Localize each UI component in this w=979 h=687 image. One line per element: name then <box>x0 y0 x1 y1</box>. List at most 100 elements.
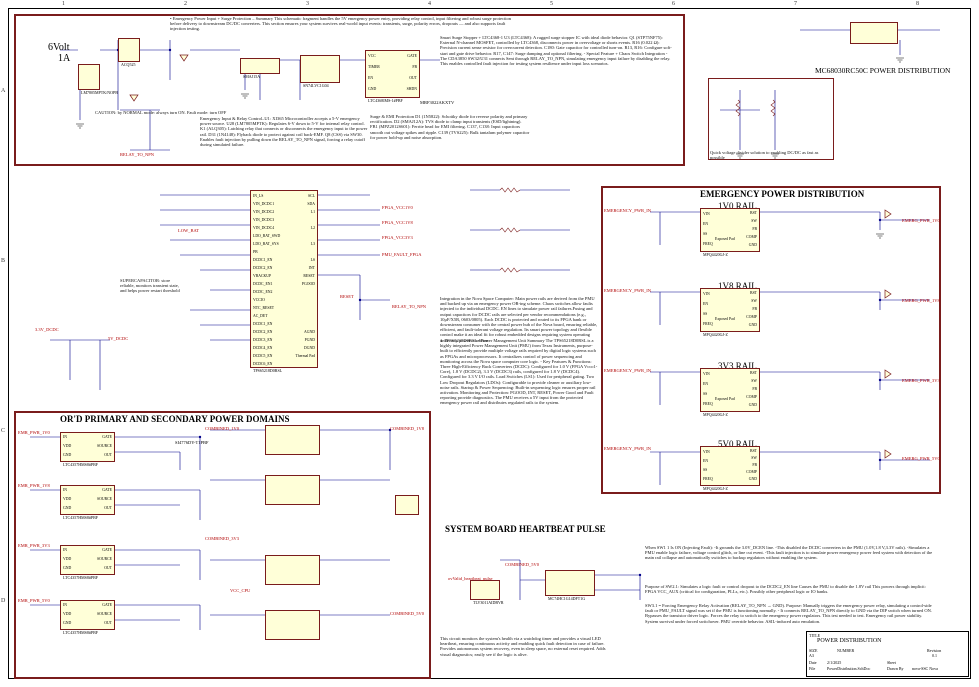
rail-title: 1V0 RAIL <box>718 201 757 211</box>
buck-converter-ic: VIN EN SS FREQ BST SW FB COMP GND MPQ442… <box>700 446 760 491</box>
net-label: 5V_DCDC <box>108 336 129 341</box>
rail-title: 3V3 RAIL <box>718 361 757 371</box>
pmu-pin: VIN_DCDC3 <box>253 218 275 222</box>
pmu-pin: RESET <box>303 274 315 278</box>
buck-converter-ic: VIN EN SS FREQ BST SW FB COMP GND Expose… <box>700 288 760 337</box>
tvs-ic: SMAJ15A <box>240 58 280 79</box>
number-label: NUMBER <box>837 648 855 653</box>
ic-pin: VIN <box>703 212 710 216</box>
ic-pin: GATE <box>102 435 112 439</box>
surge-stopper-ic: VCC TIMER EN GND GATE FB OUT SHDN LTC436… <box>365 50 420 103</box>
ic-pin: GND <box>368 87 377 91</box>
ic-part-label: MPQ4420GJ-Z <box>703 252 728 257</box>
pmu-pin: LDO_BAT_SYS <box>253 242 279 246</box>
date-label: Date <box>809 660 817 665</box>
ic-pin: FB <box>752 227 757 231</box>
pmu-pin: LDO_BAT_SWD <box>253 234 281 238</box>
ic-pin: VDD <box>63 444 72 448</box>
ic-pin: GND <box>63 621 72 625</box>
ic-pin: SS <box>703 392 708 396</box>
inverter-ic: SN74LVC1G04 <box>300 55 340 88</box>
exposed-pad-label: Exposed Pad <box>715 237 735 241</box>
ic-pin: VIN <box>703 450 710 454</box>
exposed-pad-label: Exposed Pad <box>715 397 735 401</box>
pmu-pin: PGND <box>304 338 315 342</box>
oring-controller-ic <box>265 425 320 455</box>
ic-pin: VDD <box>63 557 72 561</box>
ic-pin: SOURCE <box>97 444 112 448</box>
oring-input-label: EMR_PWR_1V0 <box>18 430 50 435</box>
rail-input-label: EMERGENCY_PWR_IN <box>604 368 651 373</box>
oring-input-label: EMR_PWR_1V8 <box>18 483 50 488</box>
net-label: RELAY_TO_NPN <box>392 304 427 309</box>
file-label: File <box>809 666 816 671</box>
regulator-ic: LM7805MPTK/NOPB <box>78 64 118 95</box>
pmu-pin: DGND <box>304 346 315 350</box>
ic-pin: GND <box>63 566 72 570</box>
pmu-pin: VCCIO <box>253 298 265 302</box>
drawn-by-label: Drawn By <box>887 666 904 671</box>
pmu-pin: IN_LS <box>253 194 264 198</box>
pmu-pin: DCDC2_EN <box>253 266 273 270</box>
pmu-pin: Thermal Pad <box>295 354 315 358</box>
pmu-pin: INT <box>308 266 315 270</box>
row-marker: A <box>1 88 6 94</box>
ic-pin: FB <box>752 463 757 467</box>
oring-input-label: EMR_PWR_5V0 <box>18 598 50 603</box>
rail-input-label: EMERGENCY_PWR_IN <box>604 208 651 213</box>
heartbeat-led-driver <box>395 495 419 515</box>
ic-pin: VDD <box>63 497 72 501</box>
ic-pin: SOURCE <box>97 497 112 501</box>
pmu-pin: DCDC3_EN <box>253 338 273 342</box>
size-value: A3 <box>809 653 814 658</box>
net-label: LOW_BAT <box>178 228 199 233</box>
oring-controller-ic <box>265 610 320 640</box>
ic-pin: VIN <box>703 292 710 296</box>
oring-output-label: COMBINED_5V0 <box>390 611 425 616</box>
column-marker: 2 <box>184 1 187 7</box>
ic-pin: SW <box>751 219 757 223</box>
ic-pin: COMP <box>746 470 757 474</box>
ic-part-label: LTC4357HMS8#PBF <box>63 515 98 520</box>
ic-pin: FB <box>752 387 757 391</box>
ic-pin: VIN <box>703 372 710 376</box>
heartbeat-input-label: COMBINED_5V0 <box>505 562 540 567</box>
ic-pin: EN <box>368 76 374 80</box>
ic-pin: GND <box>63 506 72 510</box>
pmu-pin: DCDC5_EN <box>253 354 273 358</box>
ic-pin: SOURCE <box>97 612 112 616</box>
ic-part-label: LTC4357HMS8#PBF <box>63 462 98 467</box>
column-marker: 5 <box>550 1 553 7</box>
ic-pin: SW <box>751 456 757 460</box>
oring-controller-ic: IN VDD GND GATE SOURCE OUT LTC4357HMS8#P… <box>60 485 115 520</box>
emergency-distribution-section <box>601 186 941 494</box>
vcc-label: VCC_CPU <box>230 588 251 593</box>
ic-pin: FREQ <box>703 402 713 406</box>
ic-pin: GATE <box>102 488 112 492</box>
pmu-pin: DCDC1_EN <box>253 322 273 326</box>
pmu-pin: VIN_DCDC1 <box>253 202 275 206</box>
emergency-input-note: • Emergency Power Input + Surge Protecti… <box>170 16 511 32</box>
ic-pin: BST <box>750 291 757 295</box>
ic-pin: OUT <box>104 621 112 625</box>
pmu-pin: DCDC1_EN <box>253 258 273 262</box>
tps-summary-note: 1. TPS65218D0RSL - Power Management Unit… <box>440 338 598 406</box>
sw2-fault-note: Purpose of SW2.1: Simulates a logic faul… <box>645 584 926 595</box>
column-marker: 1 <box>62 1 65 7</box>
oring-controller-ic: IN VDD GND GATE SOURCE OUT LTC4357HMS8#P… <box>60 545 115 580</box>
oring-controller-ic: IN VDD GND GATE SOURCE OUT LTC4357HMS8#P… <box>60 600 115 635</box>
mc-regulator-ic <box>850 22 898 44</box>
ic-pin: SS <box>703 232 708 236</box>
heartbeat-note: This circuit monitors the system's healt… <box>440 636 606 657</box>
sw3-fault-note: SW3.1 = Forcing Emergency Relay Activati… <box>645 603 933 624</box>
relay-ic: ACQ525 <box>118 38 140 67</box>
revision-value: 0.1 <box>932 653 937 658</box>
rail-input-label: EMERGENCY_PWR_IN <box>604 288 651 293</box>
column-marker: 6 <box>672 1 675 7</box>
rail-output-label: EMERG_PWR_3V3 <box>902 378 940 383</box>
ic-part-label: MC74HC1G14DFT1G <box>548 596 586 601</box>
exposed-pad-label: Exposed Pad <box>715 317 735 321</box>
pmu-pin: L1 <box>310 210 315 214</box>
pmu-pin: NTC_RESET <box>253 306 275 310</box>
net-label: FPGA_VCC1V0 <box>382 205 413 210</box>
